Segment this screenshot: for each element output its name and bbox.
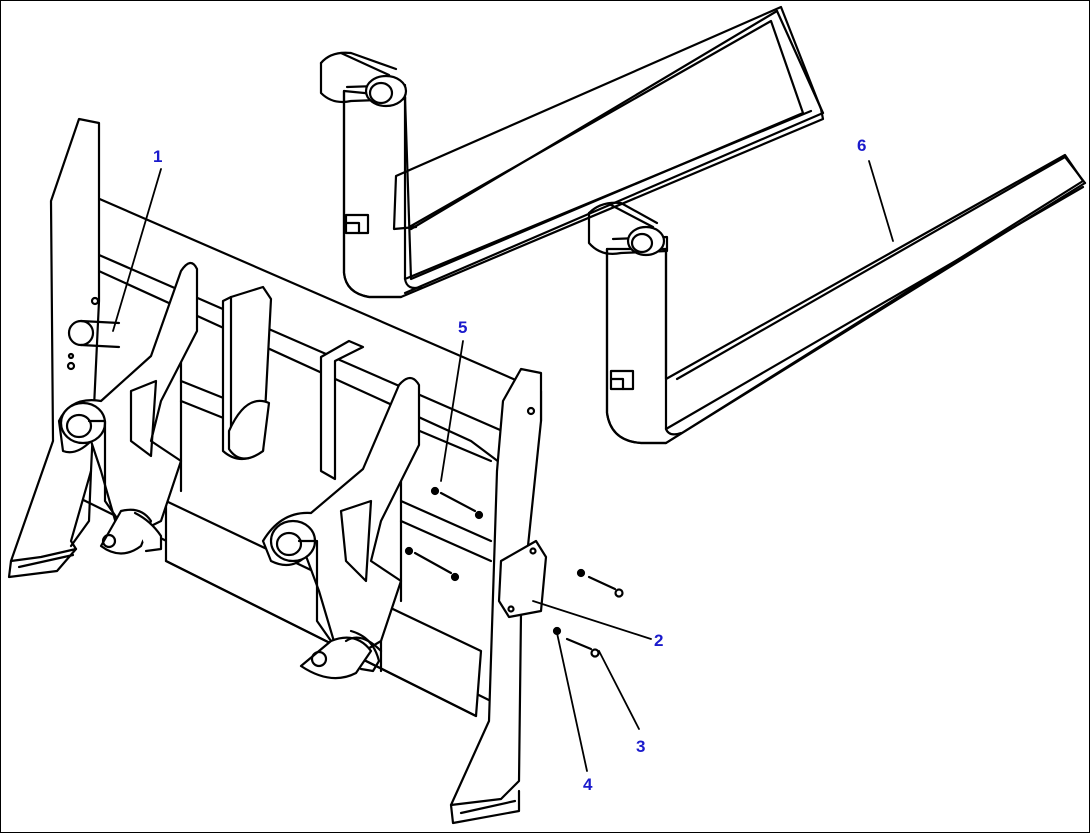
carriage-frame [7,117,624,825]
callout-label-4: 4 [583,775,593,794]
leader-4 [556,632,588,772]
leader-5 [440,340,464,482]
callout-label-1: 1 [153,147,163,166]
leader-3 [598,650,640,730]
callout-label-3: 3 [636,737,646,756]
leader-2 [532,600,652,640]
leader-6 [868,160,894,242]
callout-leaders [112,160,894,772]
fork-tine-front [587,153,1087,445]
leader-1 [112,168,162,332]
callout-label-6: 6 [857,136,867,155]
callout-label-5: 5 [458,318,468,337]
fork-tine-rear [319,5,825,299]
callout-label-2: 2 [654,631,664,650]
